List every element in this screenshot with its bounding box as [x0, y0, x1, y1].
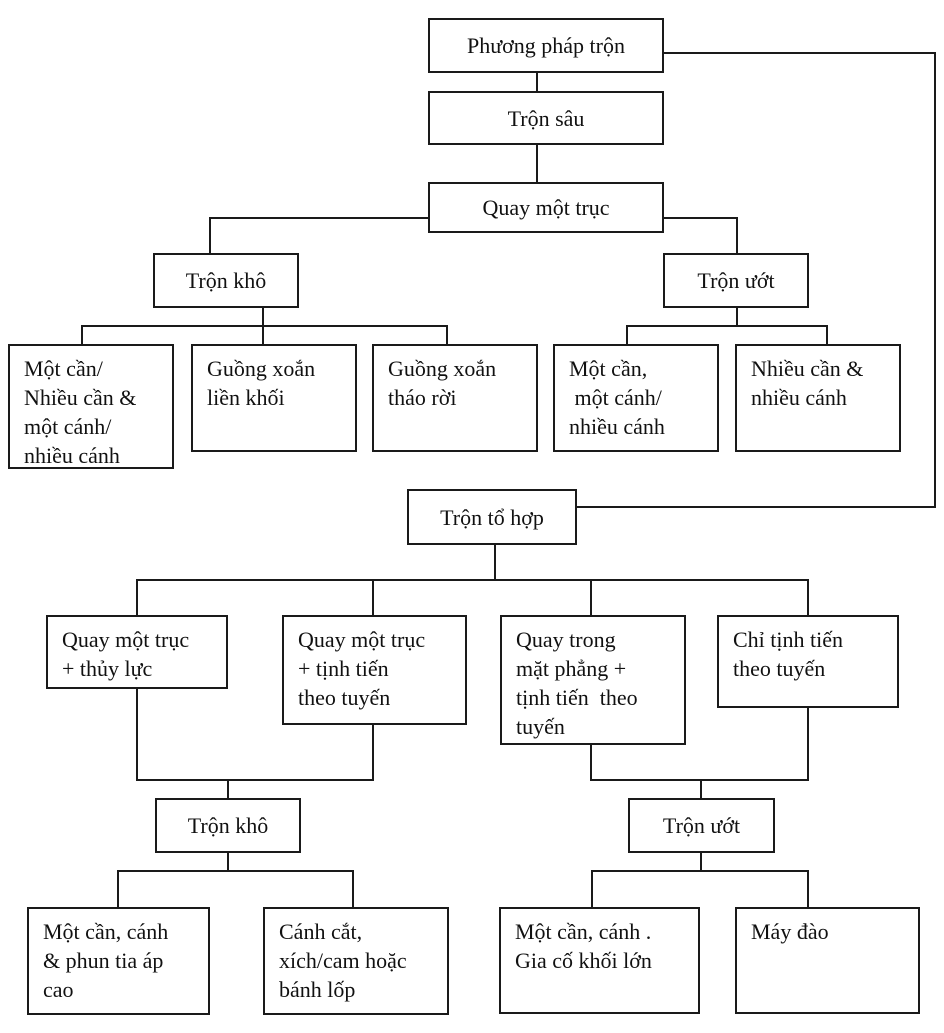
connector-drop [117, 870, 119, 907]
node-label: Trộn khô [187, 813, 269, 838]
node-tron-uot-lower: Trộn ướt [628, 798, 775, 853]
node-label: Quay một trục + thủy lực [62, 627, 190, 681]
node-quay-mat-phang: Quay trong mặt phẳng + tịnh tiến theo tu… [500, 615, 686, 745]
node-label: Cánh cắt, xích/cam hoặc bánh lốp [279, 919, 407, 1002]
connector-down [807, 708, 809, 780]
connector-tronuot-upper-bar [626, 325, 828, 327]
connector-tronsau-quaymottruc [536, 145, 538, 182]
connector-quay-left [209, 217, 428, 219]
connector-tronkho-upper-bar [81, 325, 448, 327]
node-label: Trộn ướt [662, 813, 741, 838]
node-tron-sau: Trộn sâu [428, 91, 664, 145]
connector-drop [81, 325, 83, 344]
connector-drop [591, 870, 593, 907]
connector-drop [352, 870, 354, 907]
connector-quay-right [664, 217, 738, 219]
node-label: Guồng xoắn tháo rời [388, 356, 497, 410]
node-tron-kho-lower: Trộn khô [155, 798, 301, 853]
connector-drop [136, 579, 138, 615]
connector-riser [227, 853, 229, 871]
connector-tronuot-upper-riser [736, 308, 738, 327]
node-chi-tinh-tien: Chỉ tịnh tiến theo tuyến [717, 615, 899, 708]
node-tron-kho-upper: Trộn khô [153, 253, 299, 308]
connector-down [372, 725, 374, 780]
node-label: Trộn tổ hợp [440, 504, 544, 530]
connector-bar [117, 870, 354, 872]
connector-right-vertical [934, 52, 936, 508]
connector-drop [227, 779, 229, 798]
node-label: Quay trong mặt phẳng + tịnh tiến theo tu… [516, 627, 638, 739]
connector-quay-right-drop [736, 217, 738, 253]
node-guong-xoan-lien-khoi: Guồng xoắn liền khối [191, 344, 357, 452]
connector-drop [807, 870, 809, 907]
node-guong-xoan-thao-roi: Guồng xoắn tháo rời [372, 344, 538, 452]
connector-trontohop-riser [494, 545, 496, 580]
node-label: Chỉ tịnh tiến theo tuyến [733, 627, 843, 681]
node-label: Một cần/ Nhiều cần & một cánh/ nhiều cán… [24, 356, 137, 468]
node-quay-mot-truc: Quay một trục [428, 182, 664, 233]
connector-drop [626, 325, 628, 344]
node-mot-can-nhieu-can: Một cần/ Nhiều cần & một cánh/ nhiều cán… [8, 344, 174, 469]
connector-drop [700, 779, 702, 798]
connector-drop [446, 325, 448, 344]
node-nhieu-can-nhieu-canh: Nhiều cần & nhiều cánh [735, 344, 901, 452]
node-gia-co-khoi-lon: Một cần, cánh . Gia cố khối lớn [499, 907, 700, 1014]
node-label: Trộn ướt [697, 268, 775, 293]
node-label: Phương pháp trộn [467, 33, 625, 58]
connector-quay-left-drop [209, 217, 211, 253]
connector-root-tronsau [536, 73, 538, 91]
node-label: Máy đào [751, 919, 829, 944]
connector-down [590, 745, 592, 780]
node-label: Nhiều cần & nhiều cánh [751, 356, 864, 410]
node-canh-cat: Cánh cắt, xích/cam hoặc bánh lốp [263, 907, 449, 1015]
node-label: Quay một trục + tịnh tiến theo tuyến [298, 627, 426, 710]
node-label: Quay một trục [482, 195, 610, 220]
node-label: Trộn sâu [507, 105, 585, 131]
node-label: Guồng xoắn liền khối [207, 356, 316, 410]
node-label: Một cần, cánh . Gia cố khối lớn [515, 919, 652, 973]
node-phun-tia-ap-cao: Một cần, cánh & phun tia áp cao [27, 907, 210, 1015]
node-quay-tinh-tien: Quay một trục + tịnh tiến theo tuyến [282, 615, 467, 725]
connector-tronuot-lower-bar [590, 779, 809, 781]
node-may-dao: Máy đào [735, 907, 920, 1014]
node-label: Trộn khô [185, 268, 267, 293]
connector-drop [372, 579, 374, 615]
connector-drop [826, 325, 828, 344]
connector-riser [700, 853, 702, 871]
connector-tronkho-lower-bar [136, 779, 374, 781]
connector-trontohop-bar [136, 579, 809, 581]
connector-down [136, 689, 138, 780]
node-mot-can-mot-canh: Một cần, một cánh/ nhiều cánh [553, 344, 719, 452]
connector-to-trontohop [577, 506, 936, 508]
node-quay-thuy-luc: Quay một trục + thủy lực [46, 615, 228, 689]
connector-drop [590, 579, 592, 615]
node-tron-uot-upper: Trộn ướt [663, 253, 809, 308]
connector-root-right-horizontal [664, 52, 936, 54]
node-label: Một cần, cánh & phun tia áp cao [43, 919, 169, 1002]
node-phuong-phap-tron: Phương pháp trộn [428, 18, 664, 73]
connector-drop [807, 579, 809, 615]
node-label: Một cần, một cánh/ nhiều cánh [569, 356, 665, 439]
node-tron-to-hop: Trộn tổ hợp [407, 489, 577, 545]
connector-bar [591, 870, 809, 872]
